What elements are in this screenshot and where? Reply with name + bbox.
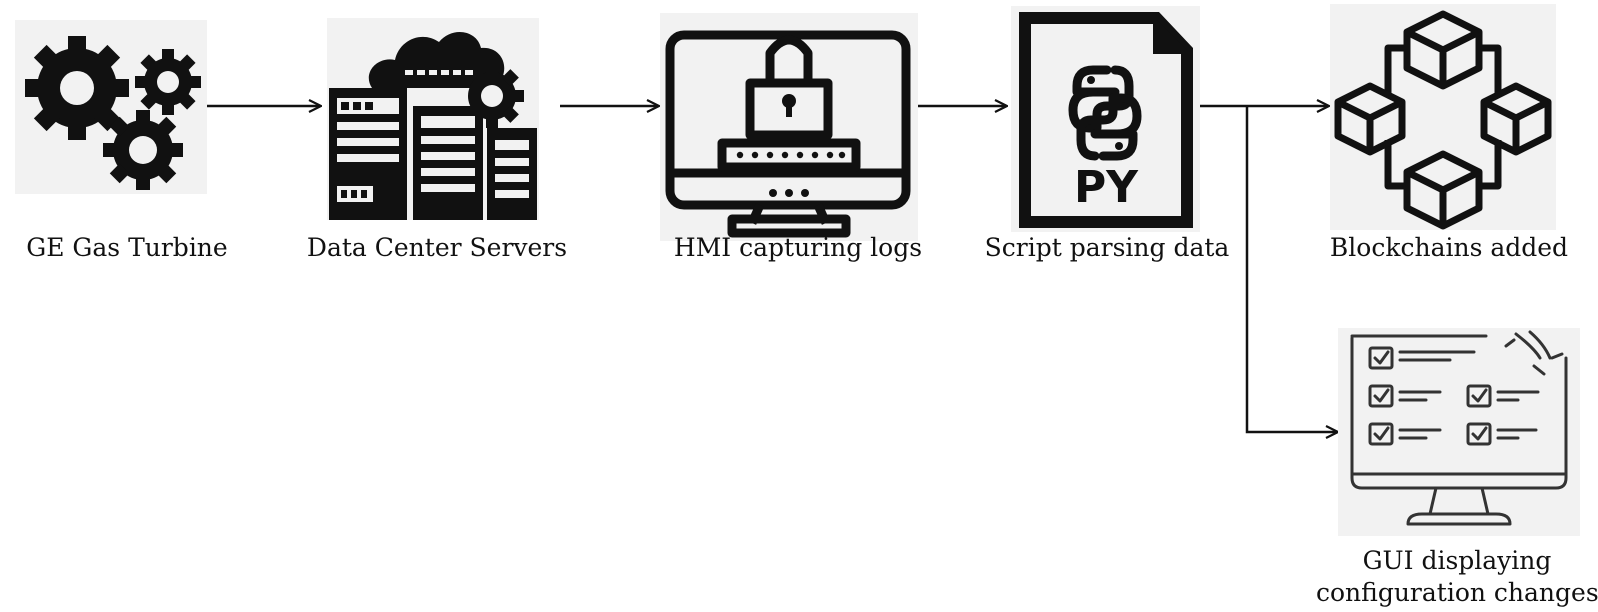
server-cloud-icon	[327, 18, 539, 220]
python-file-icon: PY	[1011, 6, 1200, 232]
edge-script-to-gui	[1245, 106, 1337, 432]
node-label-blockchain: Blockchains added	[1329, 233, 1569, 262]
python-file-label: PY	[1074, 162, 1139, 213]
node-label-gui-line1: GUI displaying	[1362, 546, 1552, 575]
checklist-monitor-icon	[1338, 328, 1580, 536]
gears-icon	[15, 20, 207, 194]
locked-monitor-icon	[660, 13, 918, 241]
node-label-turbine: GE Gas Turbine	[26, 233, 228, 262]
node-label-gui-line2: configuration changes	[1316, 578, 1598, 607]
blockchain-cubes-icon	[1330, 4, 1556, 230]
node-label-script: Script parsing data	[984, 233, 1230, 262]
node-label-hmi: HMI capturing logs	[673, 233, 923, 262]
node-label-servers: Data Center Servers	[306, 233, 568, 262]
